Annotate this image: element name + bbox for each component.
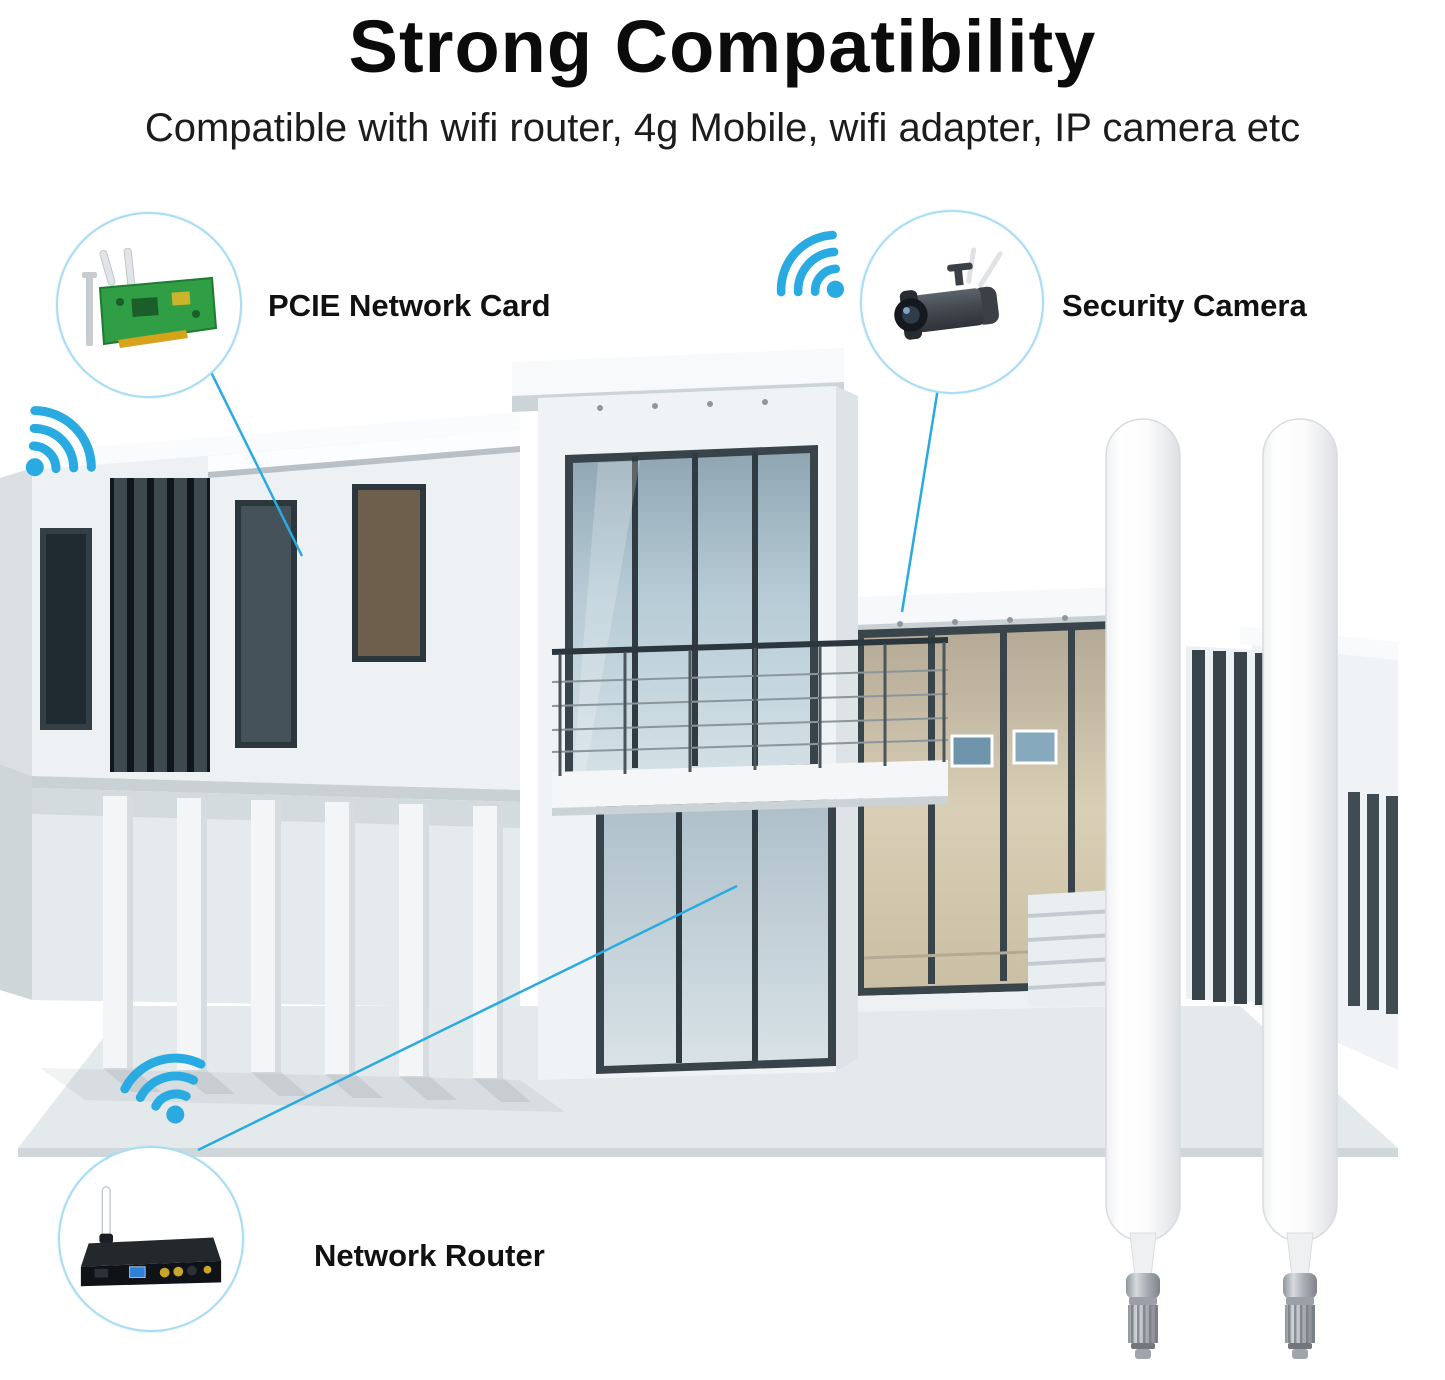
antenna-hinge <box>1283 1273 1317 1299</box>
security-camera-icon <box>894 246 1003 340</box>
network-router-icon <box>80 1186 222 1287</box>
antenna-paddle <box>1262 418 1338 1242</box>
pcie-card-icon <box>82 247 218 348</box>
network-router-callout <box>58 1146 244 1332</box>
antenna-paddle <box>1105 418 1181 1242</box>
antenna-hinge <box>1126 1273 1160 1299</box>
antenna-left <box>1093 413 1193 1363</box>
page-title: Strong Compatibility <box>348 5 1097 88</box>
sma-connector <box>1128 1297 1158 1359</box>
pcie-card-label: PCIE Network Card <box>268 288 551 323</box>
pcie-card-callout <box>56 212 242 398</box>
page-subtitle: Compatible with wifi router, 4g Mobile, … <box>144 106 1301 150</box>
network-router-label: Network Router <box>314 1238 545 1273</box>
antenna-right <box>1250 413 1350 1363</box>
security-camera-label: Security Camera <box>1062 288 1307 323</box>
security-camera-callout <box>860 210 1044 394</box>
wifi-signal-icon <box>0 375 127 516</box>
wifi-signal-icon <box>746 202 882 338</box>
wifi-signal-icon <box>103 1023 229 1149</box>
sma-connector <box>1285 1297 1315 1359</box>
